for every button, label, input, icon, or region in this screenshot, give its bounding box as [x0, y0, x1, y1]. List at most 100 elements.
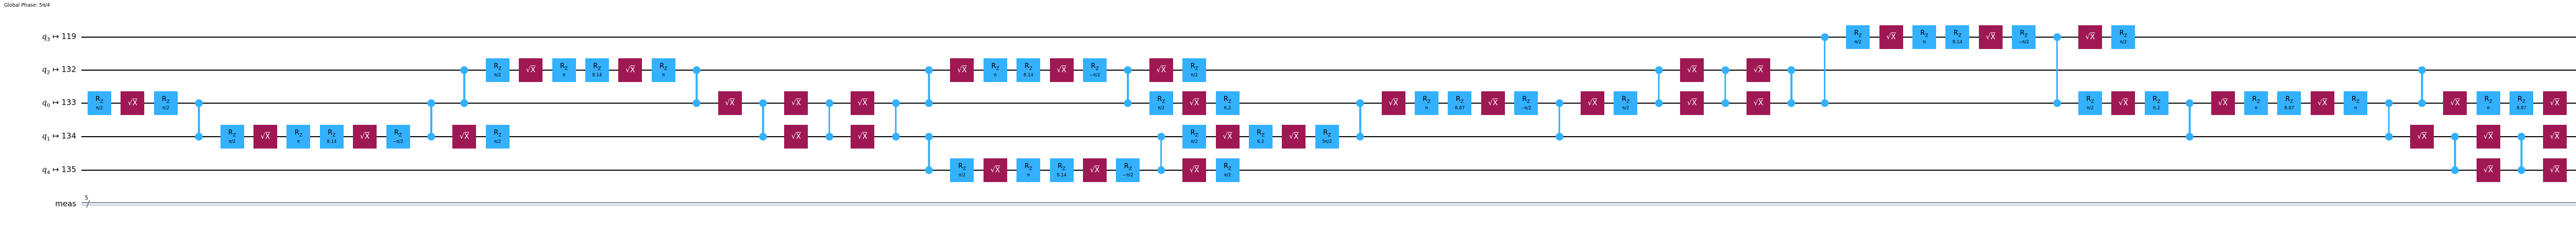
rz-gate-param: π — [1923, 39, 1926, 45]
rz-gate-param: 5π/2 — [1322, 139, 1332, 144]
sx-gate: √X — [950, 58, 974, 82]
rz-gate-param: 8.87 — [2284, 105, 2294, 111]
cz-connector — [2421, 70, 2423, 103]
rz-gate-label: RZ — [593, 62, 601, 72]
sx-gate: √X — [851, 125, 875, 149]
cz-control-dot — [2053, 33, 2061, 41]
cz-control-dot — [825, 133, 834, 141]
sx-gate-label: √X — [2119, 99, 2128, 107]
rz-gate-param: 8.14 — [592, 72, 602, 78]
sx-gate: √X — [1049, 58, 1074, 82]
rz-gate-param: −π/2 — [393, 139, 403, 144]
wire-label: q4 ↦ 135 — [42, 165, 76, 176]
cz-control-dot — [427, 99, 435, 107]
cz-control-dot — [892, 133, 900, 141]
rz-gate-param: 6.2 — [1257, 139, 1264, 144]
cz-control-dot — [1821, 33, 1829, 41]
cz-control-dot — [427, 133, 435, 141]
sx-gate: √X — [1481, 91, 1505, 115]
sx-gate: √X — [121, 91, 145, 115]
cz-control-dot — [460, 66, 468, 74]
sx-gate: √X — [1879, 25, 1903, 49]
rz-gate-param: −π/2 — [1123, 172, 1133, 178]
sx-gate: √X — [851, 91, 875, 115]
rz-gate-param: π/2 — [96, 105, 103, 111]
sx-gate-label: √X — [2550, 133, 2560, 141]
rz-gate-label: RZ — [1057, 162, 1066, 172]
rz-gate-param: π/2 — [2120, 39, 2127, 45]
cz-connector — [198, 103, 200, 137]
cz-control-dot — [1124, 66, 1132, 74]
cz-control-dot — [1821, 99, 1829, 107]
sx-gate-label: √X — [791, 133, 801, 141]
cz-control-dot — [825, 99, 834, 107]
rz-gate-param: 8.14 — [1057, 172, 1067, 178]
rz-gate-label: RZ — [2517, 95, 2526, 105]
sx-gate-label: √X — [1189, 166, 1199, 174]
sx-gate: √X — [1182, 158, 1207, 182]
sx-gate: √X — [2111, 91, 2136, 115]
sx-gate-label: √X — [1057, 66, 1066, 74]
rz-gate-param: π — [2354, 105, 2357, 111]
rz-gate-label: RZ — [1422, 95, 1431, 105]
cz-control-dot — [1787, 66, 1795, 74]
wire-label: q2 ↦ 132 — [42, 64, 76, 76]
rz-gate-label: RZ — [1621, 95, 1630, 105]
sx-gate: √X — [1747, 58, 1770, 82]
cz-control-dot — [460, 99, 468, 107]
rz-gate-param: π — [1027, 172, 1030, 178]
cz-control-dot — [1555, 99, 1564, 107]
rz-gate-param: π — [994, 72, 997, 78]
sx-gate-label: √X — [1388, 99, 1398, 107]
qubit-wire — [81, 37, 2576, 38]
cz-control-dot — [1787, 99, 1795, 107]
sx-gate: √X — [1680, 58, 1704, 82]
cz-control-dot — [925, 66, 933, 74]
cz-control-dot — [2451, 166, 2459, 174]
cz-connector — [1359, 103, 1361, 137]
rz-gate: RZ−π/2 — [1083, 58, 1107, 82]
cz-control-dot — [2418, 66, 2426, 74]
cz-control-dot — [759, 99, 767, 107]
sx-gate-label: √X — [625, 66, 635, 74]
rz-gate-label: RZ — [1024, 62, 1032, 72]
rz-gate-label: RZ — [958, 162, 966, 172]
sx-gate-label: √X — [1090, 166, 1100, 174]
rz-gate-label: RZ — [228, 128, 236, 138]
rz-gate-param: π/2 — [1622, 105, 1630, 111]
rz-gate-label: RZ — [2351, 95, 2360, 105]
cz-connector — [2454, 137, 2456, 170]
cz-control-dot — [1124, 99, 1132, 107]
rz-gate-param: π/2 — [2087, 105, 2094, 111]
rz-gate-label: RZ — [2252, 95, 2260, 105]
sx-gate-label: √X — [1687, 66, 1697, 74]
cz-control-dot — [2385, 133, 2393, 141]
rz-gate-param: π/2 — [1191, 139, 1198, 144]
rz-gate-param: π/2 — [228, 139, 236, 144]
cz-connector — [928, 70, 930, 103]
sx-gate: √X — [452, 125, 477, 149]
cz-connector — [1658, 70, 1660, 103]
sx-gate-label: √X — [128, 99, 138, 107]
sx-gate: √X — [784, 125, 808, 149]
rz-gate-label: RZ — [2086, 95, 2094, 105]
qubit-wire — [81, 70, 2576, 71]
rz-gate-param: 8.87 — [1454, 105, 1465, 111]
sx-gate: √X — [2443, 91, 2467, 115]
cz-control-dot — [195, 133, 203, 141]
sx-gate-label: √X — [2550, 166, 2560, 174]
cz-connector — [430, 103, 432, 137]
